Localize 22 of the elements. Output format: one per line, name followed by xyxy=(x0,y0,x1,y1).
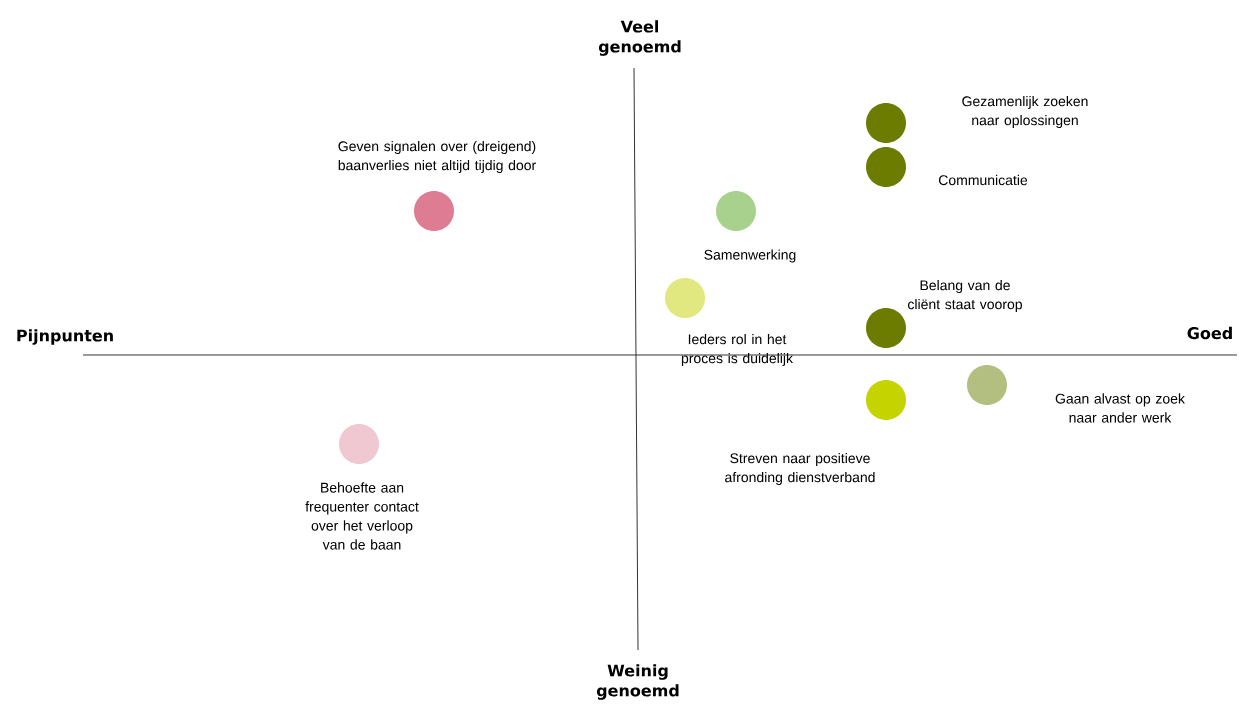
point-label: Gaan alvast op zoek naar ander werk xyxy=(1055,393,1185,423)
point-label: Belang van de cliënt staat voorop xyxy=(908,279,1022,312)
point-label: Ieders rol in het proces is duidelijk xyxy=(681,333,793,366)
data-point xyxy=(414,191,454,231)
data-point xyxy=(339,424,379,464)
data-point xyxy=(866,147,906,187)
point-label: Communicatie xyxy=(938,174,1028,186)
data-point xyxy=(866,308,906,348)
point-label: Streven naar positieve afronding dienstverband xyxy=(725,452,875,485)
point-label: Gezamenlijk zoeken naar oplossingen xyxy=(962,95,1088,128)
axis-label: Goed xyxy=(1187,326,1232,340)
data-point xyxy=(716,191,756,231)
axis-label: Weinig genoemd xyxy=(596,664,679,700)
data-point xyxy=(665,278,705,318)
axis-label: Veel genoemd xyxy=(598,20,681,56)
point-label: Geven signalen over (dreigend) baanverlies niet altijd tijdig door xyxy=(338,140,536,173)
point-label: Behoefte aan frequenter contact over het verloop van de baan xyxy=(305,482,419,550)
axis-label: Pijnpunten xyxy=(17,329,113,345)
data-point xyxy=(866,103,906,143)
point-label: Samenwerking xyxy=(704,249,796,263)
data-point xyxy=(967,365,1007,405)
data-point xyxy=(866,380,906,420)
